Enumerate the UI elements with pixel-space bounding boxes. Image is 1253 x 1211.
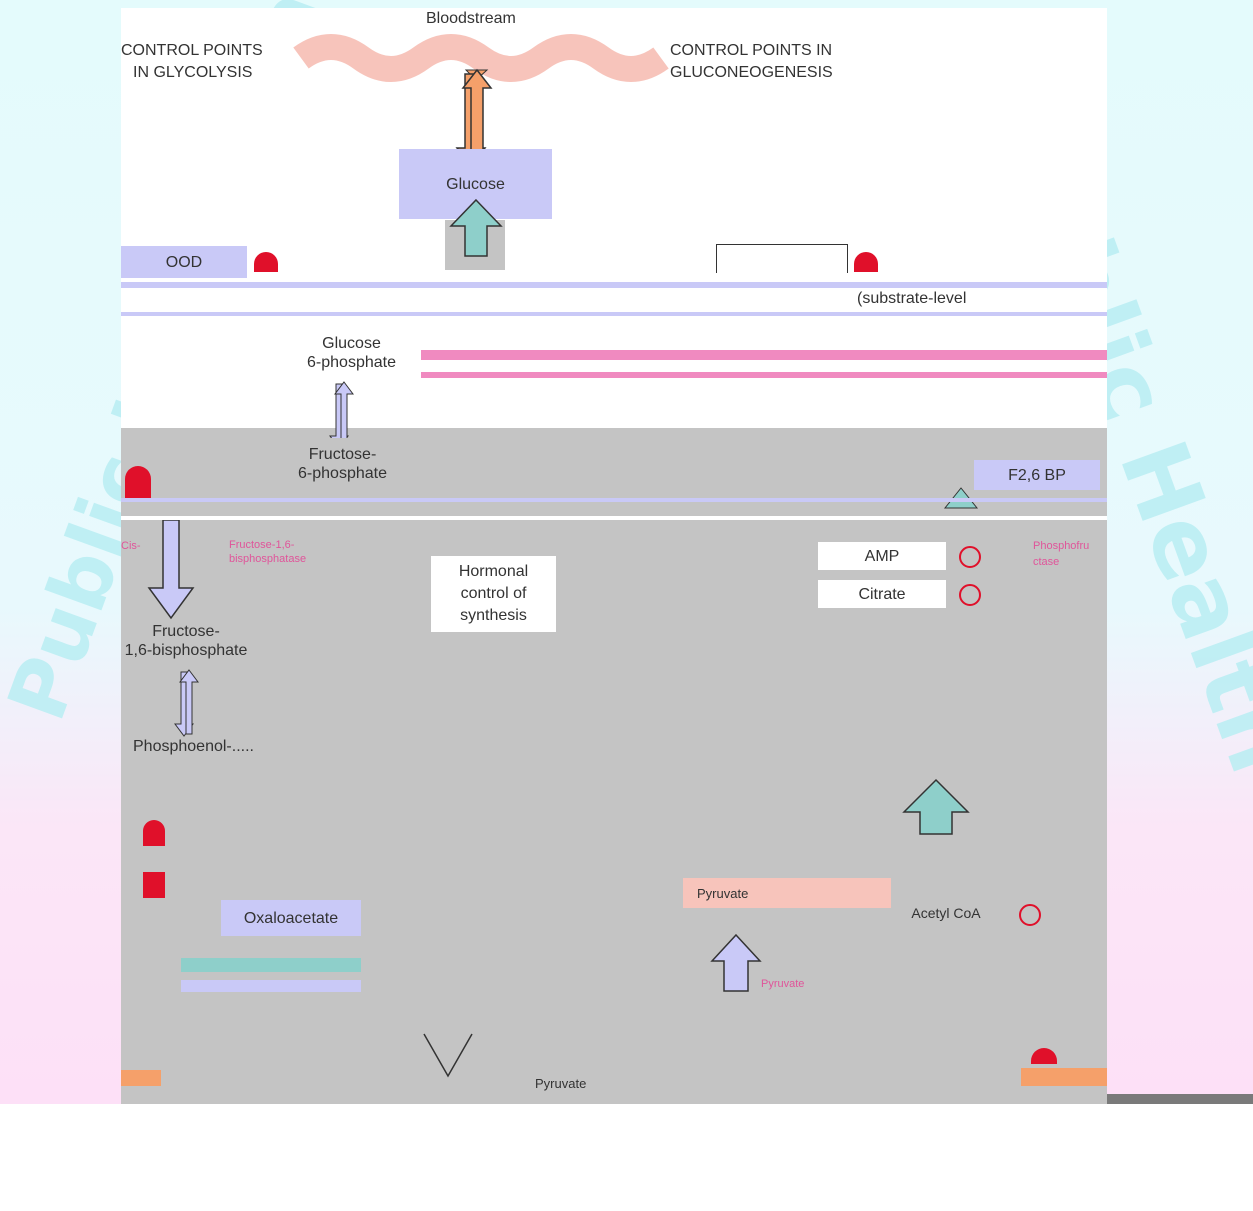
substrate-level-label: (substrate-level <box>857 290 966 308</box>
acetyl-coa-regulator: Acetyl CoA <box>886 902 1006 924</box>
pyruvate-kinase-marker <box>143 872 165 898</box>
pathway-bar <box>181 958 361 972</box>
diagram-canvas: Bloodstream CONTROL POINTS IN GLYCOLYSIS… <box>121 8 1107 1104</box>
hormonal-line: synthesis <box>460 605 527 627</box>
pfk-activator-marker <box>125 466 151 500</box>
pathway-bar <box>421 350 1107 360</box>
citrate-inhibit-icon <box>959 584 981 606</box>
left-title-line: CONTROL POINTS <box>121 40 263 62</box>
pathway-bar <box>121 282 1107 288</box>
hormonal-line: control of <box>461 583 527 605</box>
oxaloacetate-node: Oxaloacetate <box>221 900 361 936</box>
node-line: Fructose- <box>152 622 220 641</box>
hormonal-control-box: Hormonal control of synthesis <box>431 556 556 632</box>
pyruvate-small-node: Pyruvate <box>683 878 891 908</box>
right-title: CONTROL POINTS IN GLUCONEOGENESIS <box>670 40 833 84</box>
right-title-line: GLUCONEOGENESIS <box>670 62 833 84</box>
pathway-bar <box>121 498 1107 502</box>
left-title: CONTROL POINTS IN GLYCOLYSIS <box>121 40 263 84</box>
node-line: 6-phosphate <box>298 464 387 483</box>
hormonal-line: Hormonal <box>459 561 528 583</box>
right-title-line: CONTROL POINTS IN <box>670 40 833 62</box>
pathway-bar <box>421 372 1107 378</box>
cis-label: Cis- <box>121 540 141 552</box>
regulator-inhibit-marker <box>854 252 878 272</box>
pathway-bar <box>121 1070 161 1086</box>
pfk-label: Phosphofru ctase <box>1033 538 1089 570</box>
pep-arrow <box>896 776 976 836</box>
pathway-bar <box>121 516 1107 520</box>
node-line: Fructose- <box>309 445 377 464</box>
f26bp-regulator: F2,6 BP <box>974 460 1100 490</box>
fructose-1-6-bisphosphate-node: Fructose- 1,6-bisphosphate <box>121 618 251 664</box>
pyruvate-pink-label: Pyruvate <box>761 978 804 990</box>
bloodstream-wave <box>121 8 1107 98</box>
pathway-bar <box>181 980 361 992</box>
pyruvate-up-arrow <box>706 933 766 993</box>
regulator-box: OOD <box>121 246 247 278</box>
corner-strip <box>1107 1094 1253 1104</box>
pfk-label-line: ctase <box>1033 554 1089 570</box>
pyruvate-bottom-label: Pyruvate <box>535 1076 586 1091</box>
pathway-bar <box>1021 1068 1107 1086</box>
regulator-inhibit-marker <box>254 252 278 272</box>
amp-inhibit-icon <box>959 546 981 568</box>
fbpase-label: Fructose-1,6- bisphosphatase <box>229 538 306 566</box>
pathway-bar <box>121 312 1107 316</box>
reversible-arrow <box>171 668 201 738</box>
gluconeogenesis-arrow <box>441 198 511 258</box>
glycolysis-down-arrow <box>143 520 203 620</box>
glucose-6-phosphate-node: Glucose 6-phosphate <box>283 330 420 376</box>
pfk-label-line: Phosphofru <box>1033 538 1089 554</box>
left-title-line: IN GLYCOLYSIS <box>121 62 263 84</box>
pyruvate-down-arrow <box>418 1028 478 1098</box>
fructose-6-phosphate-node: Fructose- 6-phosphate <box>266 438 419 490</box>
glucose6p-regulation-bar <box>716 244 848 273</box>
node-line: 1,6-bisphosphate <box>125 641 248 660</box>
fbpase-label-line: Fructose-1,6- <box>229 538 306 552</box>
node-line: 6-phosphate <box>307 353 396 372</box>
pyruvate-kinase-marker <box>143 820 165 846</box>
citrate-regulator: Citrate <box>818 580 946 608</box>
phosphoenolpyruvate-label: Phosphoenol-..... <box>133 738 254 756</box>
amp-regulator: AMP <box>818 542 946 570</box>
node-line: Glucose <box>322 334 381 353</box>
acetyl-coa-inhibit-icon <box>1019 904 1041 926</box>
fbpase-label-line: bisphosphatase <box>229 552 306 566</box>
